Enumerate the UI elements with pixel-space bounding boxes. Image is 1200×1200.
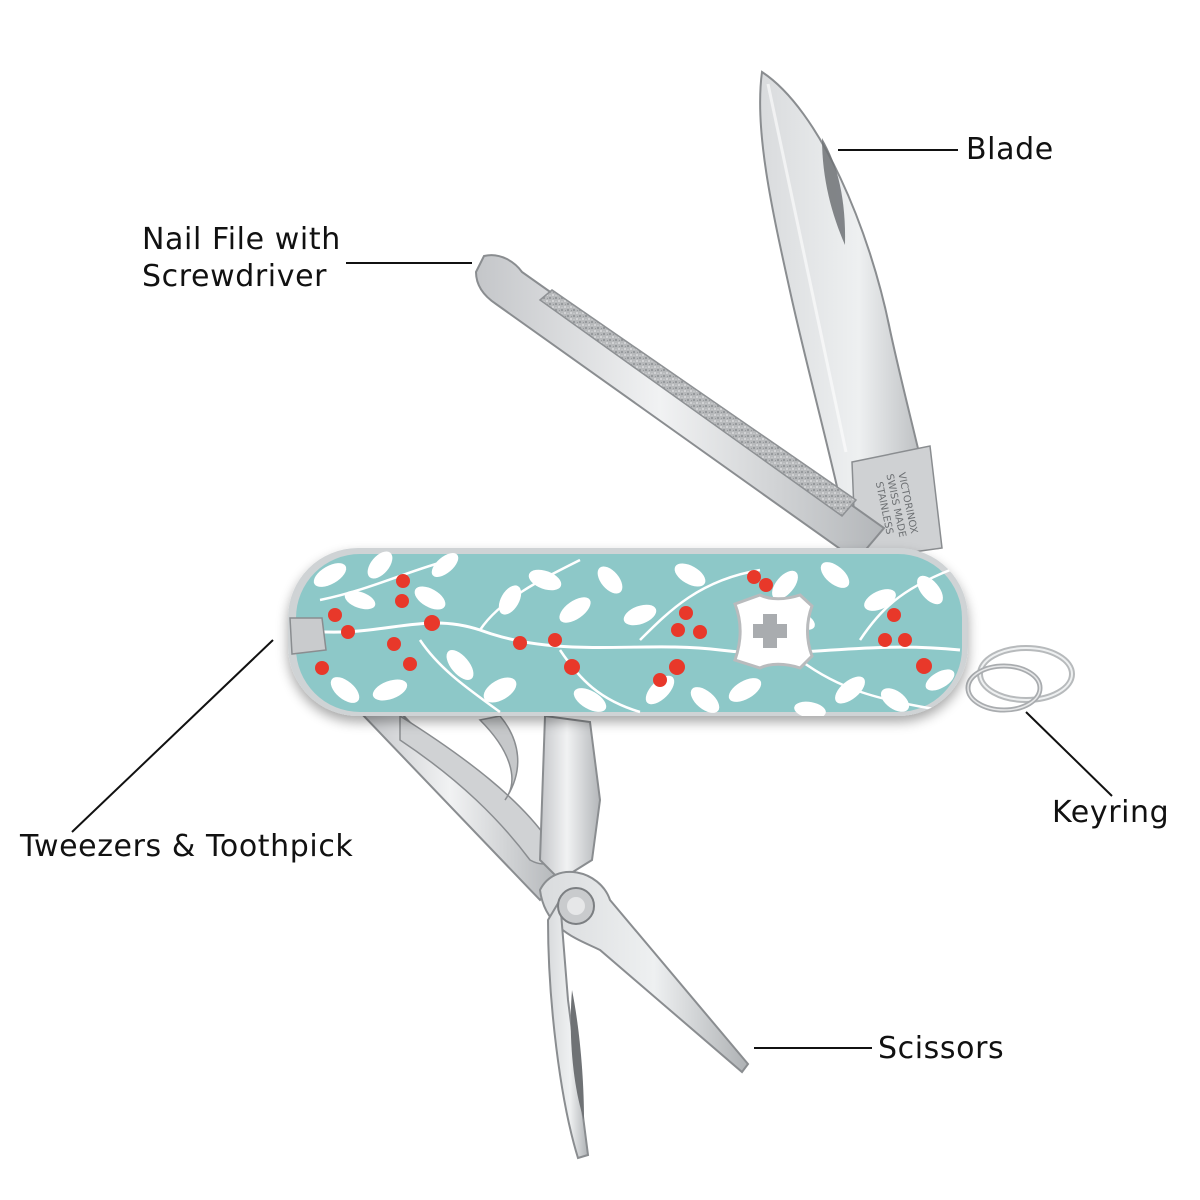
keyring-callout-line [1026,712,1112,796]
tweezers-callout-line [72,640,273,832]
scissors-label: Scissors [878,1030,1004,1067]
nail-file-label-line2: Screwdriver [142,258,341,295]
nail-file-label: Nail File with Screwdriver [142,221,341,295]
tweezers-toothpick-label: Tweezers & Toothpick [20,828,353,865]
knife-handle [288,547,968,721]
nail-file-label-line1: Nail File with [142,221,341,258]
tweezers-cap [290,618,326,654]
keyring-label: Keyring [1052,794,1169,831]
keyring [968,648,1072,710]
victorinox-cross-shield-icon [735,595,812,668]
blade-label: Blade [966,131,1054,168]
scissors [360,712,748,1158]
